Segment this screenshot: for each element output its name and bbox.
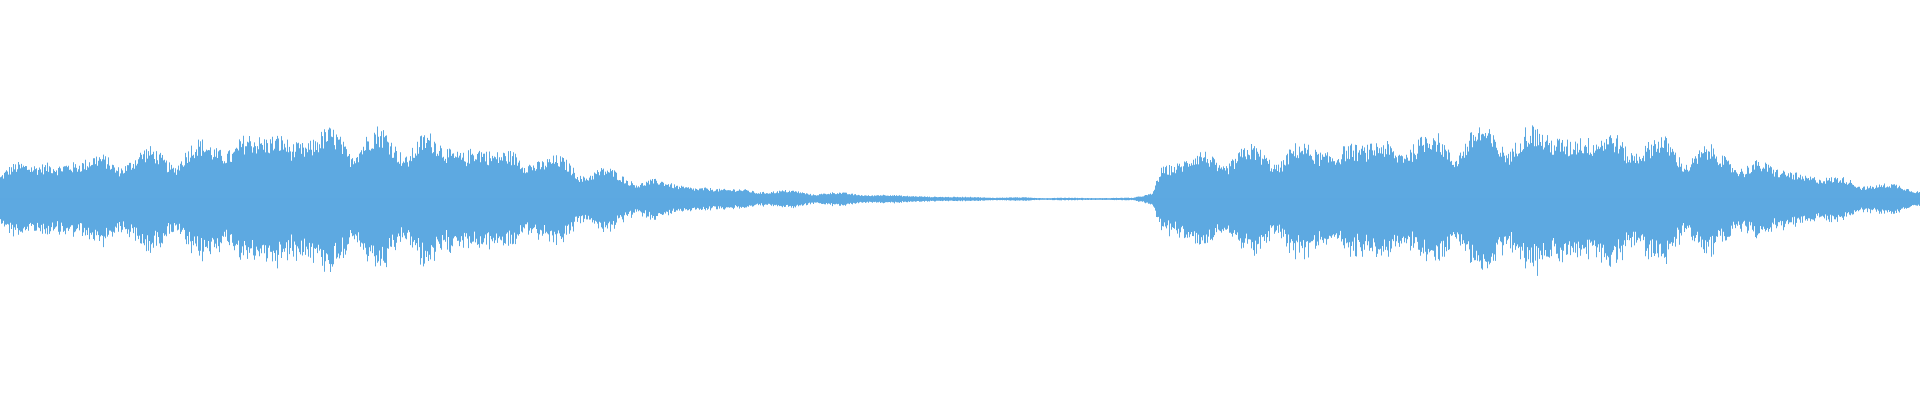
waveform-path	[0, 125, 1920, 276]
waveform-samples	[0, 125, 1920, 276]
